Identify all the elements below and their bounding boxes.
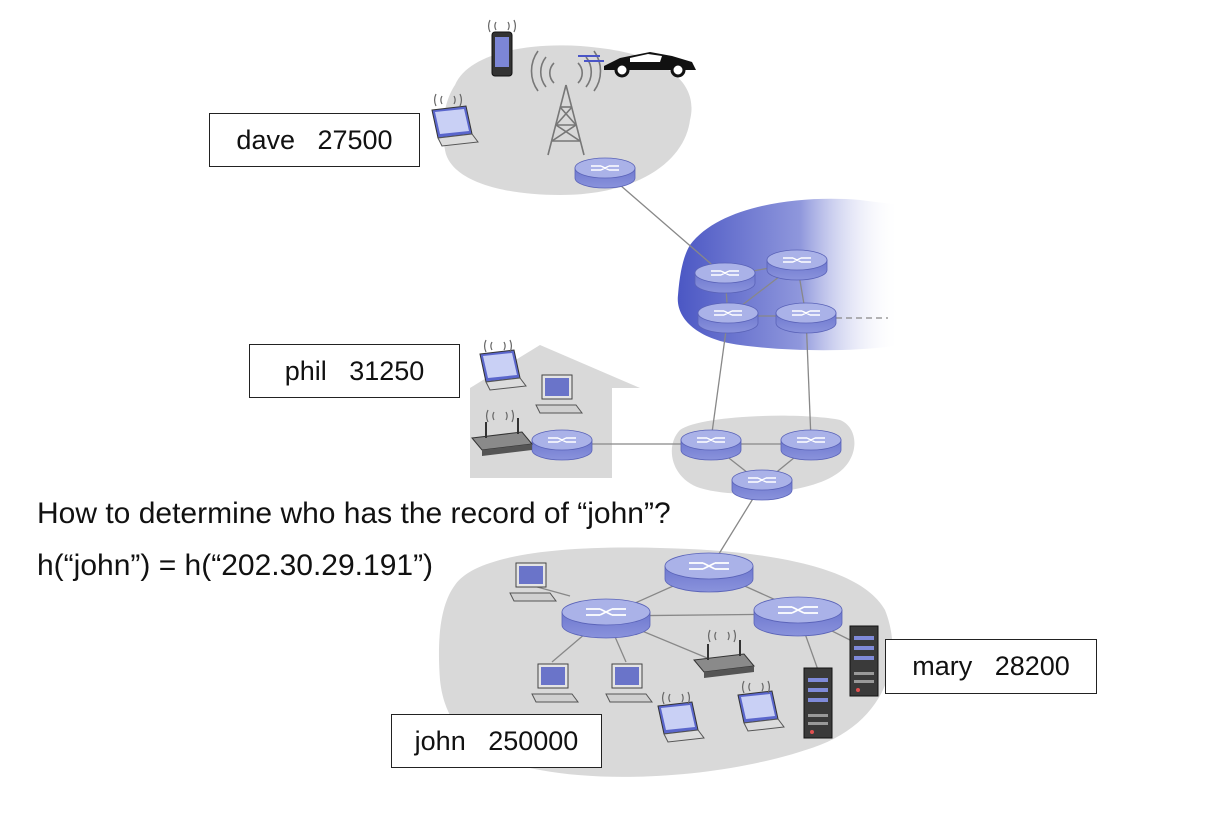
cell-tower-icon <box>530 50 602 156</box>
router-icon <box>664 552 754 593</box>
router-icon <box>697 302 759 334</box>
hash-equation: h(“john”) = h(“202.30.29.191”) <box>37 549 434 582</box>
router-icon <box>574 157 636 189</box>
router-icon <box>766 249 828 281</box>
router-icon <box>731 469 793 501</box>
mobile-network-region <box>443 45 692 196</box>
router-icon <box>561 598 651 639</box>
router-icon <box>680 429 742 461</box>
router-icon <box>531 429 593 461</box>
peer-label-dave: dave 27500 <box>209 113 420 167</box>
peer-label-phil: phil 31250 <box>249 344 460 398</box>
router-icon <box>753 596 843 637</box>
question-text: How to determine who has the record of “… <box>37 497 671 530</box>
server-icon <box>849 625 879 697</box>
smartphone-icon <box>488 19 516 77</box>
peer-label-mary: mary 28200 <box>885 639 1097 694</box>
router-icon <box>694 262 756 294</box>
car-icon <box>578 52 696 78</box>
router-icon <box>780 429 842 461</box>
server-icon <box>803 667 833 739</box>
router-icon <box>775 302 837 334</box>
peer-label-john: john 250000 <box>391 714 602 768</box>
